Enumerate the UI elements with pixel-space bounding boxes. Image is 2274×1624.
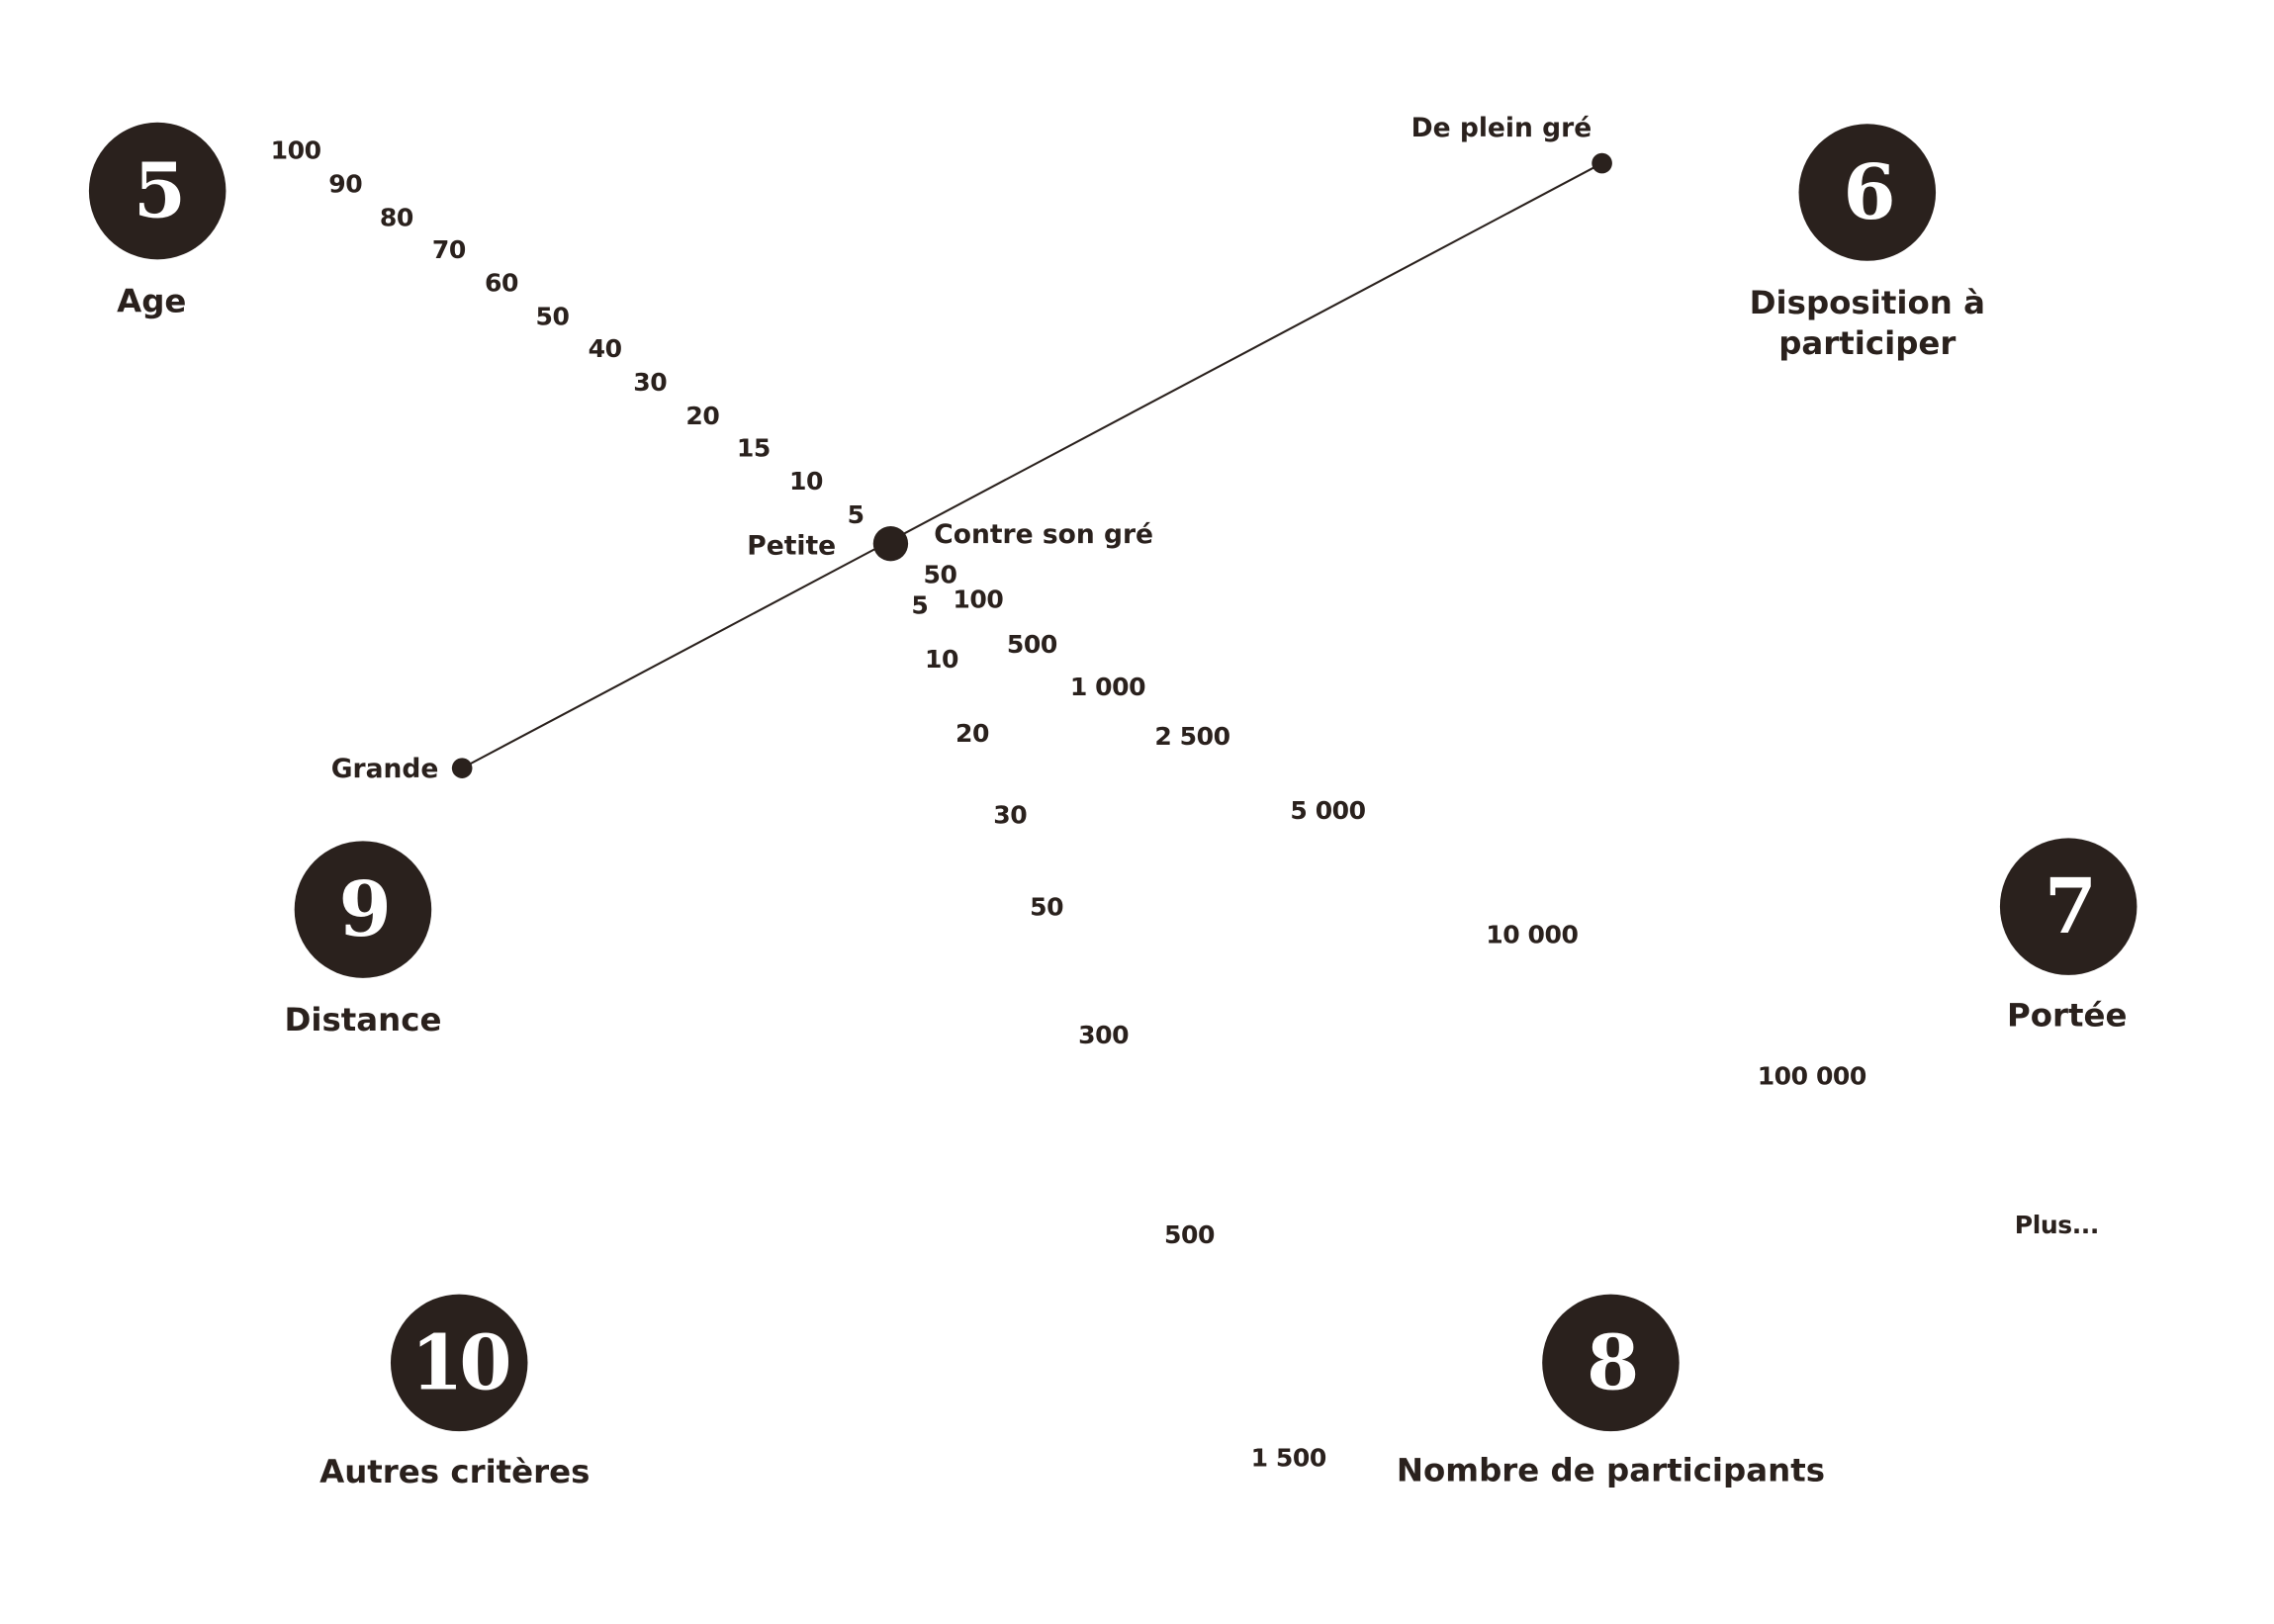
participants-scale-tick: 2 500	[1154, 722, 1230, 753]
age-scale-tick: 30	[633, 368, 668, 399]
badge-9: 9	[294, 841, 432, 978]
label-petite: Petite	[747, 531, 837, 563]
age-scale-tick: 10	[788, 468, 823, 497]
badge-8: 8	[1542, 1294, 1680, 1432]
participants-scale-tick: 10 000	[1486, 921, 1579, 950]
participants-scale-tick: 500	[1006, 631, 1057, 661]
age-scale-tick: 90	[328, 170, 363, 200]
criterion-title-7: Portée	[2006, 998, 2128, 1036]
age-scale-tick: 15	[736, 434, 771, 464]
willingness-line	[461, 162, 1603, 769]
age-scale-tick: 50	[535, 303, 570, 333]
participants-scale-tick: 100 000	[1757, 1062, 1867, 1092]
participants-scale-tick: 100	[953, 586, 1004, 615]
age-scale-tick: 60	[484, 269, 518, 300]
age-scale-tick: 80	[379, 204, 413, 233]
badge-7: 7	[1999, 838, 2138, 975]
badge-10: 10	[390, 1294, 528, 1432]
label-grande: Grande	[330, 754, 439, 785]
age-scale-tick: 40	[588, 334, 622, 365]
criterion-title-10: Autres critères	[319, 1454, 591, 1491]
distance-scale-tick: 20	[955, 720, 989, 750]
age-scale-tick: 20	[685, 402, 720, 432]
participants-scale-tick: 1 000	[1069, 673, 1146, 703]
distance-scale-tick: 5	[911, 591, 929, 621]
distance-scale-tick: 30	[993, 801, 1028, 832]
participants-scale-tick: Plus...	[2014, 1211, 2100, 1241]
age-scale-tick: 100	[270, 136, 321, 167]
badge-5: 5	[88, 122, 227, 260]
criterion-title-8: Nombre de participants	[1396, 1453, 1826, 1490]
label-contre-son-gre: Contre son gré	[934, 519, 1154, 551]
criterion-title-6: Disposition à participer	[1749, 285, 1985, 363]
participants-scale-tick: 50	[923, 561, 957, 590]
distance-scale-tick: 10	[925, 645, 959, 676]
criterion-title-9: Distance	[284, 1002, 442, 1039]
age-scale-tick: 70	[431, 235, 466, 266]
age-scale-tick: 5	[847, 500, 864, 531]
distance-scale-tick: 1 500	[1250, 1444, 1327, 1474]
distance-scale-tick: 300	[1078, 1022, 1130, 1051]
center-dot	[872, 526, 909, 562]
distance-scale-tick: 500	[1164, 1220, 1216, 1251]
criterion-title-5: Age	[117, 284, 187, 321]
badge-6: 6	[1798, 124, 1937, 261]
plein-gre-dot	[1592, 152, 1612, 174]
distance-scale-tick: 50	[1030, 893, 1064, 923]
label-de-plein-gre: De plein gré	[1410, 113, 1592, 144]
grande-dot	[451, 758, 473, 778]
participants-scale-tick: 5 000	[1290, 797, 1366, 827]
